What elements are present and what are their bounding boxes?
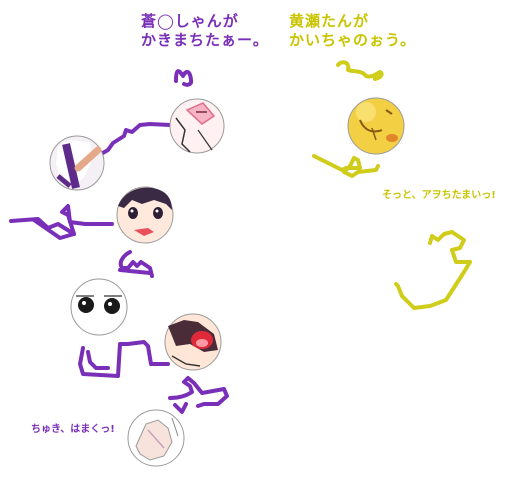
purple-arrow-mid bbox=[118, 268, 152, 275]
staring-eyes-icon bbox=[70, 278, 128, 336]
purple-strokes bbox=[9, 69, 229, 414]
purple-stroke-left-zigzag-tail bbox=[32, 218, 76, 240]
note-purple-top-line2: かきまちたぁー。 bbox=[141, 30, 269, 49]
purple-arrow-top bbox=[174, 69, 194, 87]
yellow-strokes bbox=[312, 60, 472, 310]
purple-arrow-bottom bbox=[168, 376, 229, 408]
purple-stroke-kiss-to-hand bbox=[99, 122, 172, 156]
note-yellow-side: そっと、アヲちたまいっ! bbox=[382, 190, 496, 201]
note-purple-bottom: ちゅき、はまくっ! bbox=[31, 424, 115, 435]
purple-squiggle-mid bbox=[118, 250, 154, 278]
open-mouth-face-icon bbox=[164, 313, 222, 371]
yellow-smile-face-icon bbox=[347, 97, 405, 155]
note-purple-top-line1: 蒼◯しゃんが bbox=[141, 12, 239, 30]
yellow-stroke-underline bbox=[312, 154, 380, 178]
note-purple-top: 蒼◯しゃんが かきまちたぁー。 bbox=[141, 12, 269, 50]
note-yellow-top-line1: 黄瀬たんが bbox=[289, 12, 370, 30]
kiss-face-icon bbox=[169, 98, 225, 154]
purple-stroke-under-rect bbox=[86, 350, 110, 370]
big-eyes-face-icon bbox=[116, 186, 174, 244]
yellow-stroke-zigzag bbox=[394, 230, 472, 310]
note-yellow-top: 黄瀬たんが かいちゃのぉう。 bbox=[289, 12, 416, 50]
purple-stroke-left-zigzag bbox=[9, 204, 114, 236]
note-yellow-top-line2: かいちゃのぉう。 bbox=[289, 30, 417, 49]
purple-stroke-bottom-hook bbox=[173, 402, 188, 414]
hands-sketch-icon bbox=[127, 409, 185, 467]
yellow-arrow-top bbox=[336, 60, 384, 81]
purple-stroke-rect-stairs bbox=[78, 340, 170, 378]
hand-on-face-icon bbox=[49, 135, 105, 191]
